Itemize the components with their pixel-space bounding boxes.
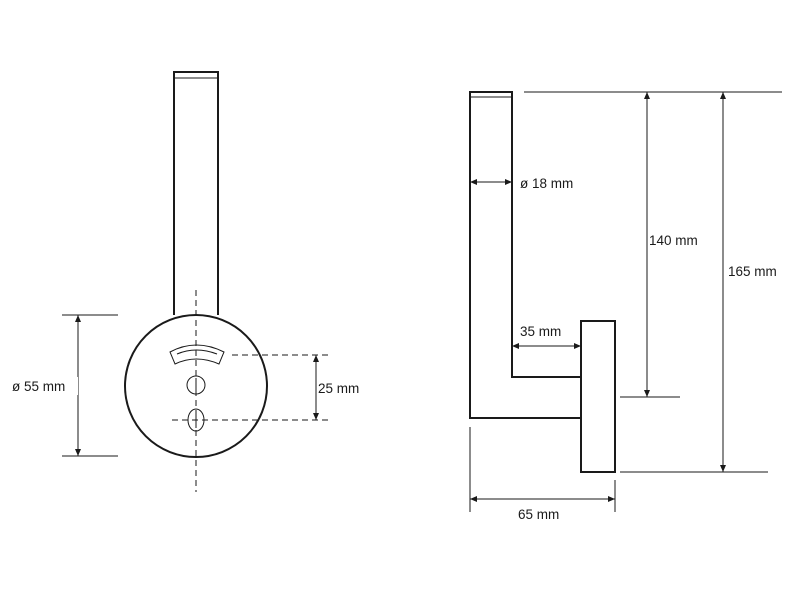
rosette-diameter-label: ø 55 mm — [12, 379, 65, 394]
hole-spacing-label: 25 mm — [318, 381, 359, 396]
side-wall-plate — [580, 320, 616, 473]
lower-screw-hole — [187, 408, 205, 432]
mounting-slot — [169, 344, 225, 365]
front-view: ø 55 mm 25 mm — [8, 71, 359, 492]
front-rod — [173, 71, 219, 315]
upper-screw-hole — [186, 375, 206, 395]
hole-spacing-dimension: 25 mm — [313, 355, 359, 420]
total-depth-label: 65 mm — [518, 507, 559, 522]
total-height-dimension: 165 mm — [524, 91, 788, 473]
rod-diameter-label: ø 18 mm — [520, 176, 573, 191]
total-depth-dimension: 65 mm — [469, 427, 616, 522]
rod-diameter-dimension: ø 18 mm — [470, 176, 573, 191]
side-view: ø 18 mm 35 mm 140 mm 165 mm 65 mm — [469, 91, 788, 522]
arm-length-dimension: 140 mm — [620, 92, 698, 398]
arm-offset-dimension: 35 mm — [512, 324, 581, 349]
arm-length-label: 140 mm — [649, 233, 698, 248]
total-height-label: 165 mm — [728, 264, 777, 279]
rosette-diameter-dimension: ø 55 mm — [8, 314, 118, 457]
side-holder-body — [469, 91, 582, 419]
arm-offset-label: 35 mm — [520, 324, 561, 339]
